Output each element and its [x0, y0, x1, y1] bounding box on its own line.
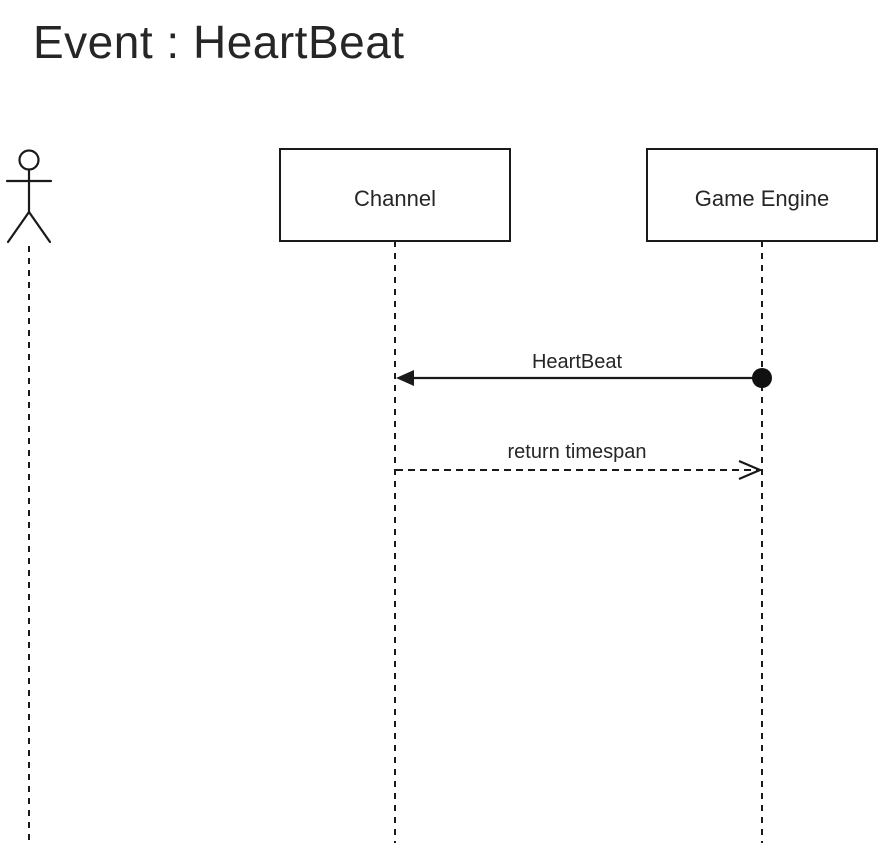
diagram-title: Event : HeartBeat [33, 16, 405, 68]
channel-label: Channel [354, 186, 436, 211]
heartbeat-message-label: HeartBeat [532, 351, 622, 373]
stick-figure-icon [5, 149, 53, 244]
channel-box [279, 148, 511, 242]
found-message-dot-icon [752, 368, 772, 388]
game-engine-label: Game Engine [695, 186, 830, 211]
actor-participant[interactable] [5, 149, 53, 244]
channel-participant[interactable]: Channel [279, 148, 511, 242]
game-engine-box [646, 148, 878, 242]
return-timespan-message[interactable]: return timespan [396, 441, 763, 481]
heartbeat-message[interactable]: HeartBeat [396, 351, 772, 388]
game-engine-participant[interactable]: Game Engine [646, 148, 878, 242]
return-timespan-message-label: return timespan [508, 441, 647, 463]
filled-arrowhead-icon [396, 370, 414, 386]
open-arrowhead-icon [738, 459, 763, 481]
